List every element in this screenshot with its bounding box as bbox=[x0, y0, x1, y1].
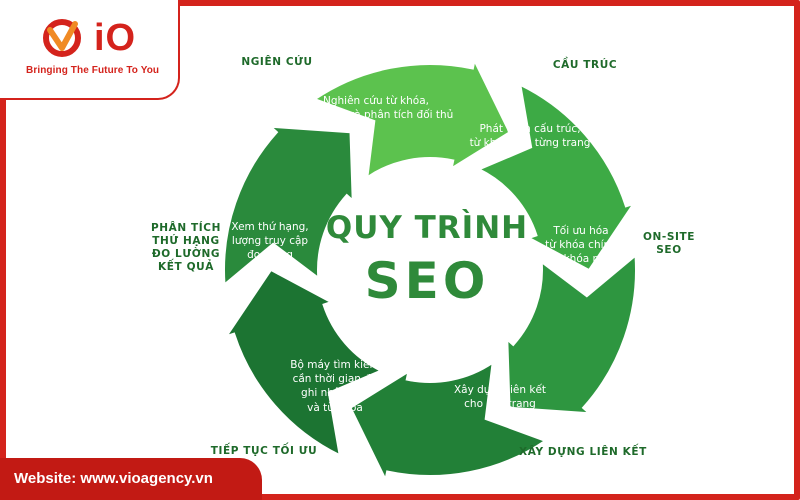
vio-logo bbox=[43, 19, 81, 57]
center-disk bbox=[324, 164, 536, 376]
stage-label-structure: CẦU TRÚC bbox=[552, 59, 618, 71]
stage-1-description: Nghiên cứu từ khóa,thống kê và phân tích… bbox=[298, 95, 454, 122]
stage-2-description: Phát triển cấu trúc,từ khóa cho từng tra… bbox=[469, 123, 591, 150]
center-title-line2: SEO bbox=[364, 252, 490, 310]
cycle-segment-5 bbox=[224, 268, 384, 457]
logo-tagline: Bringing The Future To You bbox=[26, 65, 160, 76]
website-text[interactable]: Website: www.vioagency.vn bbox=[14, 470, 213, 487]
center-title-line1: QUY TRÌNH bbox=[325, 210, 529, 246]
cycle-segment-3 bbox=[506, 253, 637, 415]
stage-label-onsite: ON-SITE SEO bbox=[642, 231, 696, 257]
stage-label-analysis: PHÂN TÍCH THỨ HẠNG ĐO LƯỜNG KẾT QUẢ bbox=[150, 222, 221, 274]
cycle-segment-1 bbox=[312, 57, 511, 180]
logo-text: iO bbox=[94, 17, 137, 59]
stage-label-research: NGIÊN CỨU bbox=[241, 56, 313, 68]
stage-label-optimize: TIẾP TỤC TỐI ƯU bbox=[210, 445, 318, 457]
cycle-segment-2 bbox=[476, 83, 636, 272]
footer-website-banner: Website: www.vioagency.vn bbox=[0, 458, 262, 500]
logo-container: iO Bringing The Future To You bbox=[0, 0, 180, 100]
cycle-segment-4 bbox=[349, 360, 548, 483]
stage-label-link-building: XÂY DỰNG LIÊN KẾT bbox=[519, 446, 647, 458]
cycle-segment-6 bbox=[223, 125, 354, 287]
